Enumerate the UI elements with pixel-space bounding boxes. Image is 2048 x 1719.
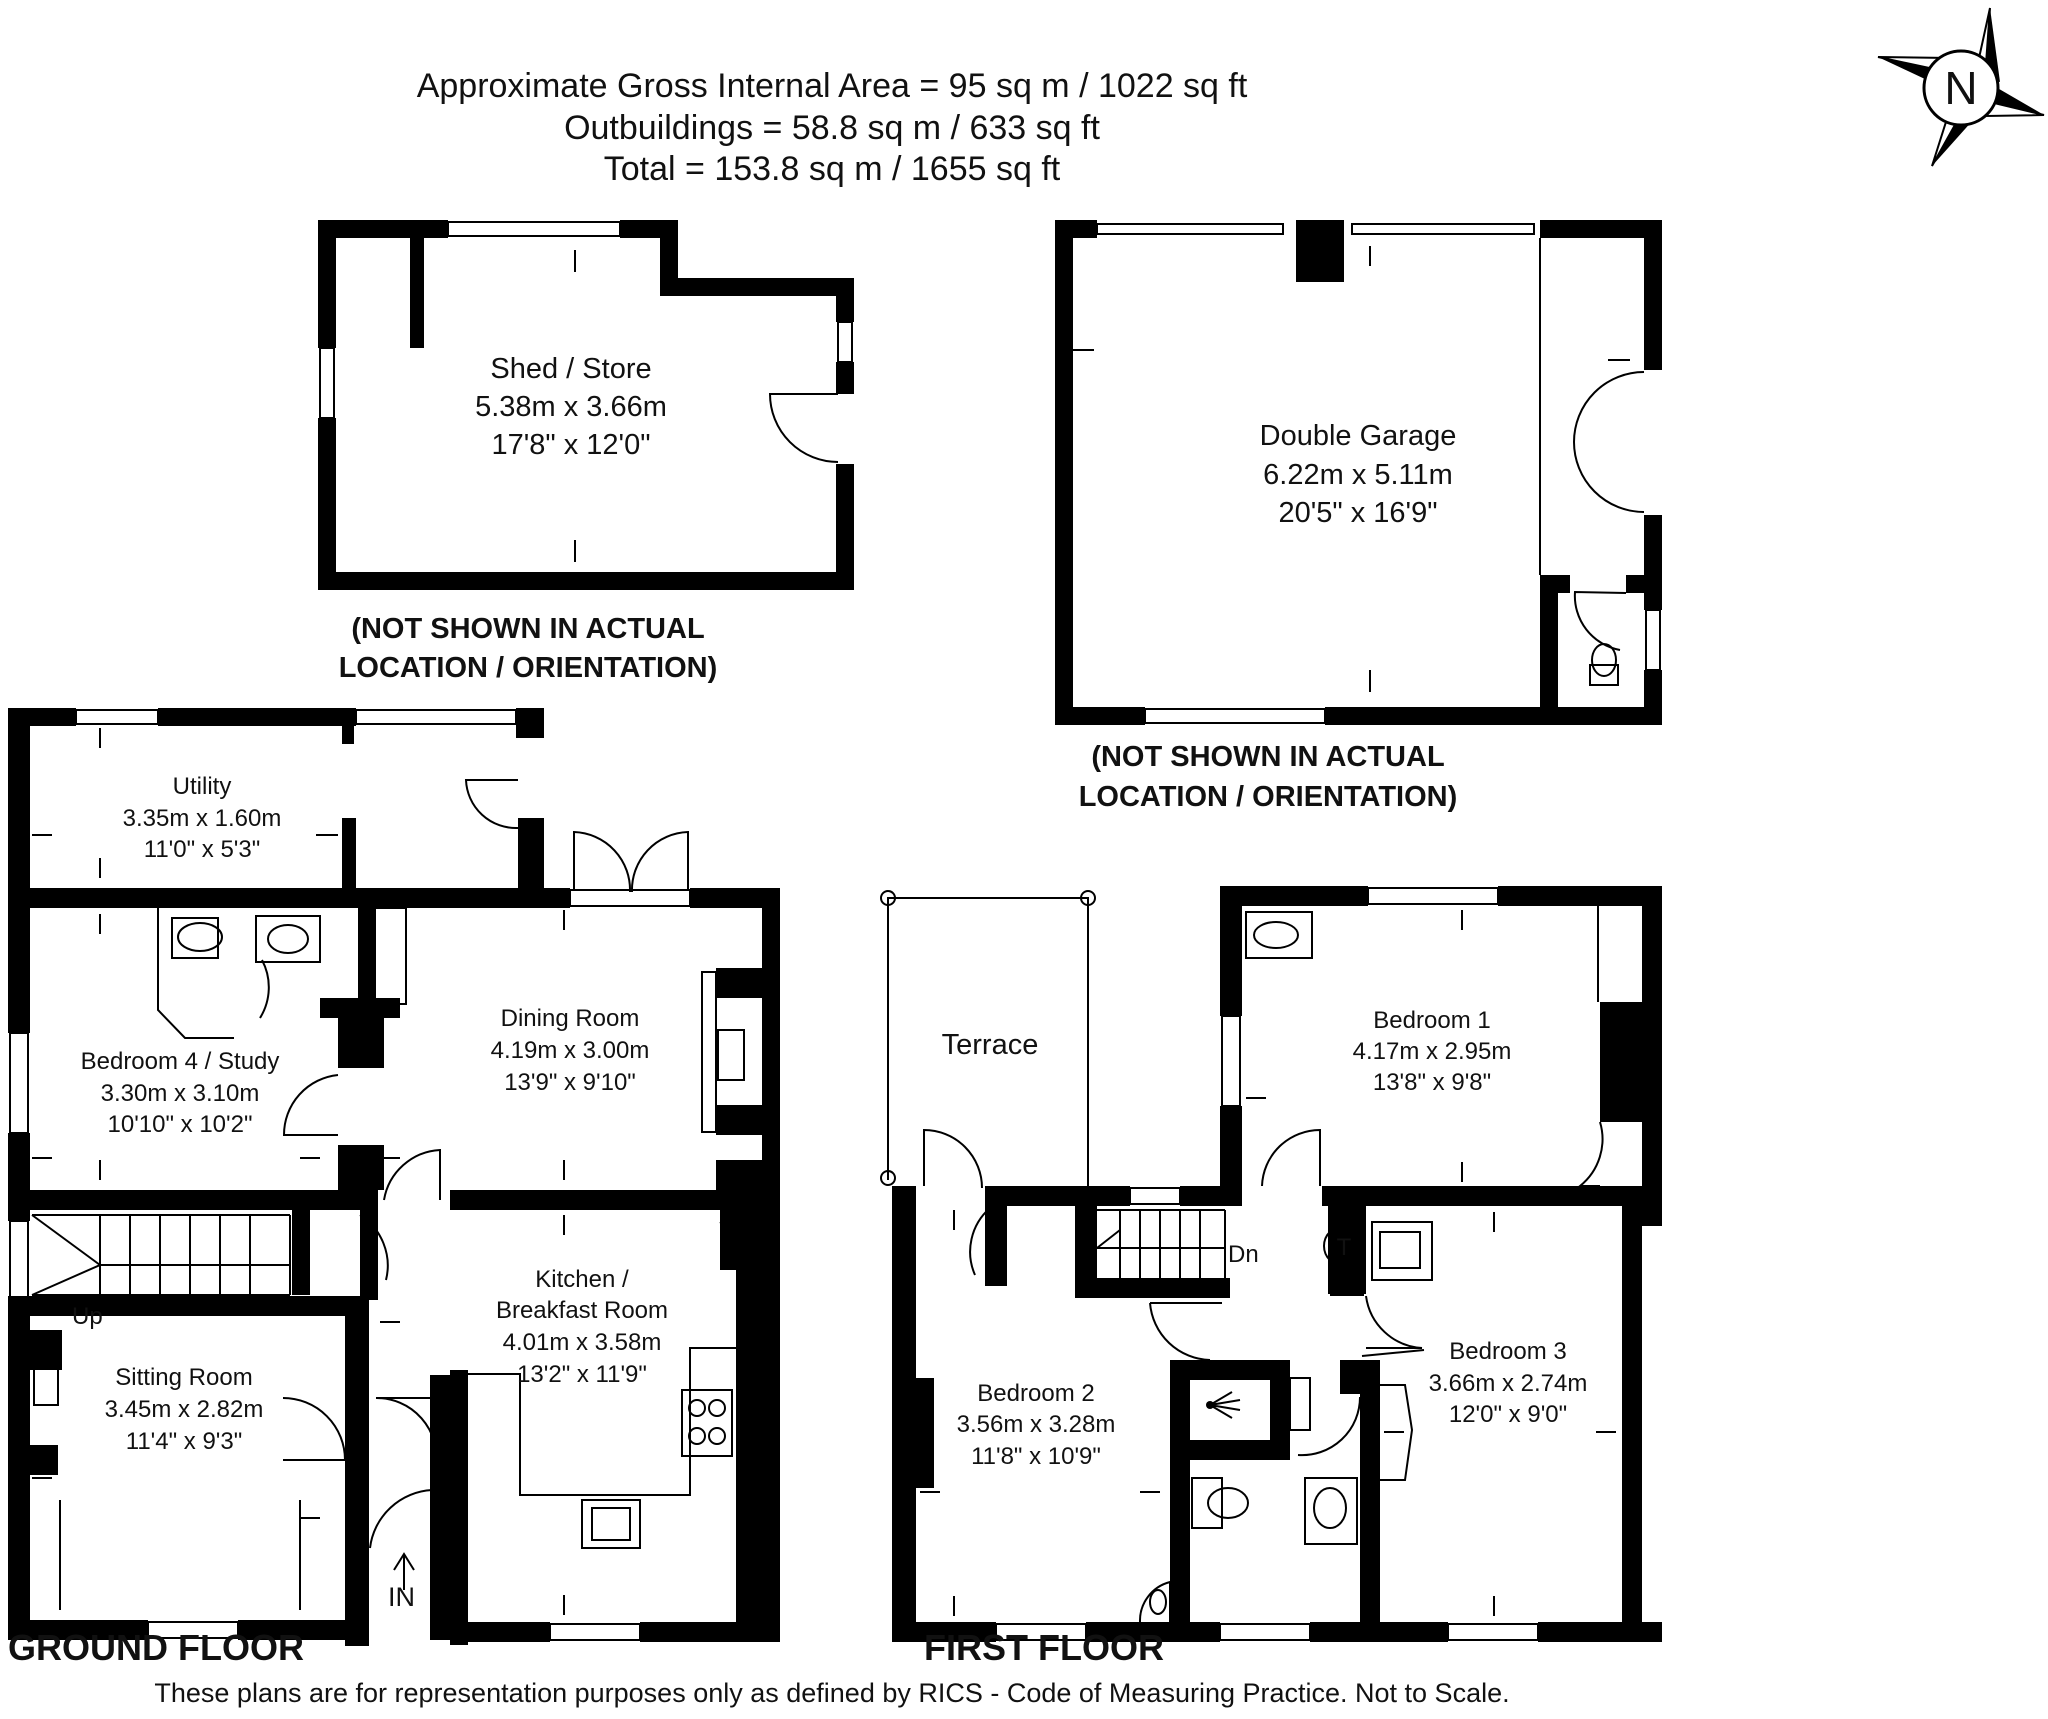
gross-area-text: Approximate Gross Internal Area = 95 sq … — [417, 67, 1248, 105]
garage-note-line1: (NOT SHOWN IN ACTUAL — [1091, 741, 1444, 773]
gf-kitchen-metric: 4.01m x 3.58m — [503, 1329, 662, 1356]
gf-entrance-label: IN — [388, 1582, 415, 1612]
gf-dining-metric: 4.19m x 3.00m — [491, 1037, 650, 1064]
shed-plan — [318, 220, 854, 590]
ff-bedroom2-metric: 3.56m x 3.28m — [957, 1411, 1116, 1438]
shed-note-line1: (NOT SHOWN IN ACTUAL — [351, 613, 704, 645]
shed-note-line2: LOCATION / ORIENTATION) — [339, 652, 718, 684]
ff-tank-label: T — [1337, 1234, 1352, 1261]
ff-bedroom3-imperial: 12'0" x 9'0" — [1449, 1401, 1567, 1428]
gf-dining-name: Dining Room — [501, 1005, 640, 1032]
gf-dining-imperial: 13'9" x 9'10" — [504, 1069, 636, 1096]
garage-note-line2: LOCATION / ORIENTATION) — [1079, 781, 1458, 813]
gf-bedroom4-metric: 3.30m x 3.10m — [101, 1080, 260, 1107]
compass-letter: N — [1944, 62, 1977, 114]
disclaimer-text: These plans are for representation purpo… — [154, 1678, 1509, 1708]
garage-metric: 6.22m x 5.11m — [1263, 459, 1453, 491]
ground-floor-plan — [8, 708, 780, 1646]
gf-utility-metric: 3.35m x 1.60m — [123, 805, 282, 832]
ff-bedroom1-metric: 4.17m x 2.95m — [1353, 1038, 1512, 1065]
gf-sitting-name: Sitting Room — [115, 1364, 252, 1391]
ff-stairs-label: Dn — [1228, 1241, 1259, 1268]
first-floor-plan — [880, 886, 1662, 1642]
gf-utility-name: Utility — [173, 773, 232, 800]
ff-bedroom3-metric: 3.66m x 2.74m — [1429, 1370, 1588, 1397]
gf-stairs-label: Up — [72, 1303, 103, 1330]
gf-bedroom4-name: Bedroom 4 / Study — [81, 1048, 280, 1075]
shed-name: Shed / Store — [490, 353, 651, 385]
ff-bedroom1-imperial: 13'8" x 9'8" — [1373, 1069, 1491, 1096]
ff-bedroom1-name: Bedroom 1 — [1373, 1007, 1490, 1034]
compass-rose-icon: N — [1877, 7, 2045, 167]
ff-bedroom3-name: Bedroom 3 — [1449, 1338, 1566, 1365]
ff-bedroom2-imperial: 11'8" x 10'9" — [971, 1443, 1101, 1470]
gf-kitchen-name: Kitchen / — [535, 1266, 629, 1293]
first-floor-label: FIRST FLOOR — [924, 1627, 1164, 1668]
gf-kitchen-name-line2: Breakfast Room — [496, 1297, 668, 1324]
garage-name: Double Garage — [1260, 420, 1457, 452]
gf-bedroom4-imperial: 10'10" x 10'2" — [108, 1111, 253, 1138]
outbuildings-area-text: Outbuildings = 58.8 sq m / 633 sq ft — [564, 109, 1100, 147]
total-area-text: Total = 153.8 sq m / 1655 sq ft — [604, 150, 1061, 188]
ground-floor-label: GROUND FLOOR — [8, 1627, 304, 1668]
gf-sitting-imperial: 11'4" x 9'3" — [126, 1428, 243, 1455]
shed-metric: 5.38m x 3.66m — [475, 391, 667, 423]
gf-kitchen-imperial: 13'2" x 11'9" — [517, 1361, 647, 1388]
gf-utility-imperial: 11'0" x 5'3" — [144, 836, 261, 863]
gf-sitting-metric: 3.45m x 2.82m — [105, 1396, 264, 1423]
ff-terrace-label: Terrace — [942, 1029, 1039, 1061]
shed-imperial: 17'8" x 12'0" — [491, 429, 650, 461]
garage-plan — [1055, 220, 1662, 725]
garage-imperial: 20'5" x 16'9" — [1278, 497, 1437, 529]
ff-bedroom2-name: Bedroom 2 — [977, 1380, 1094, 1407]
